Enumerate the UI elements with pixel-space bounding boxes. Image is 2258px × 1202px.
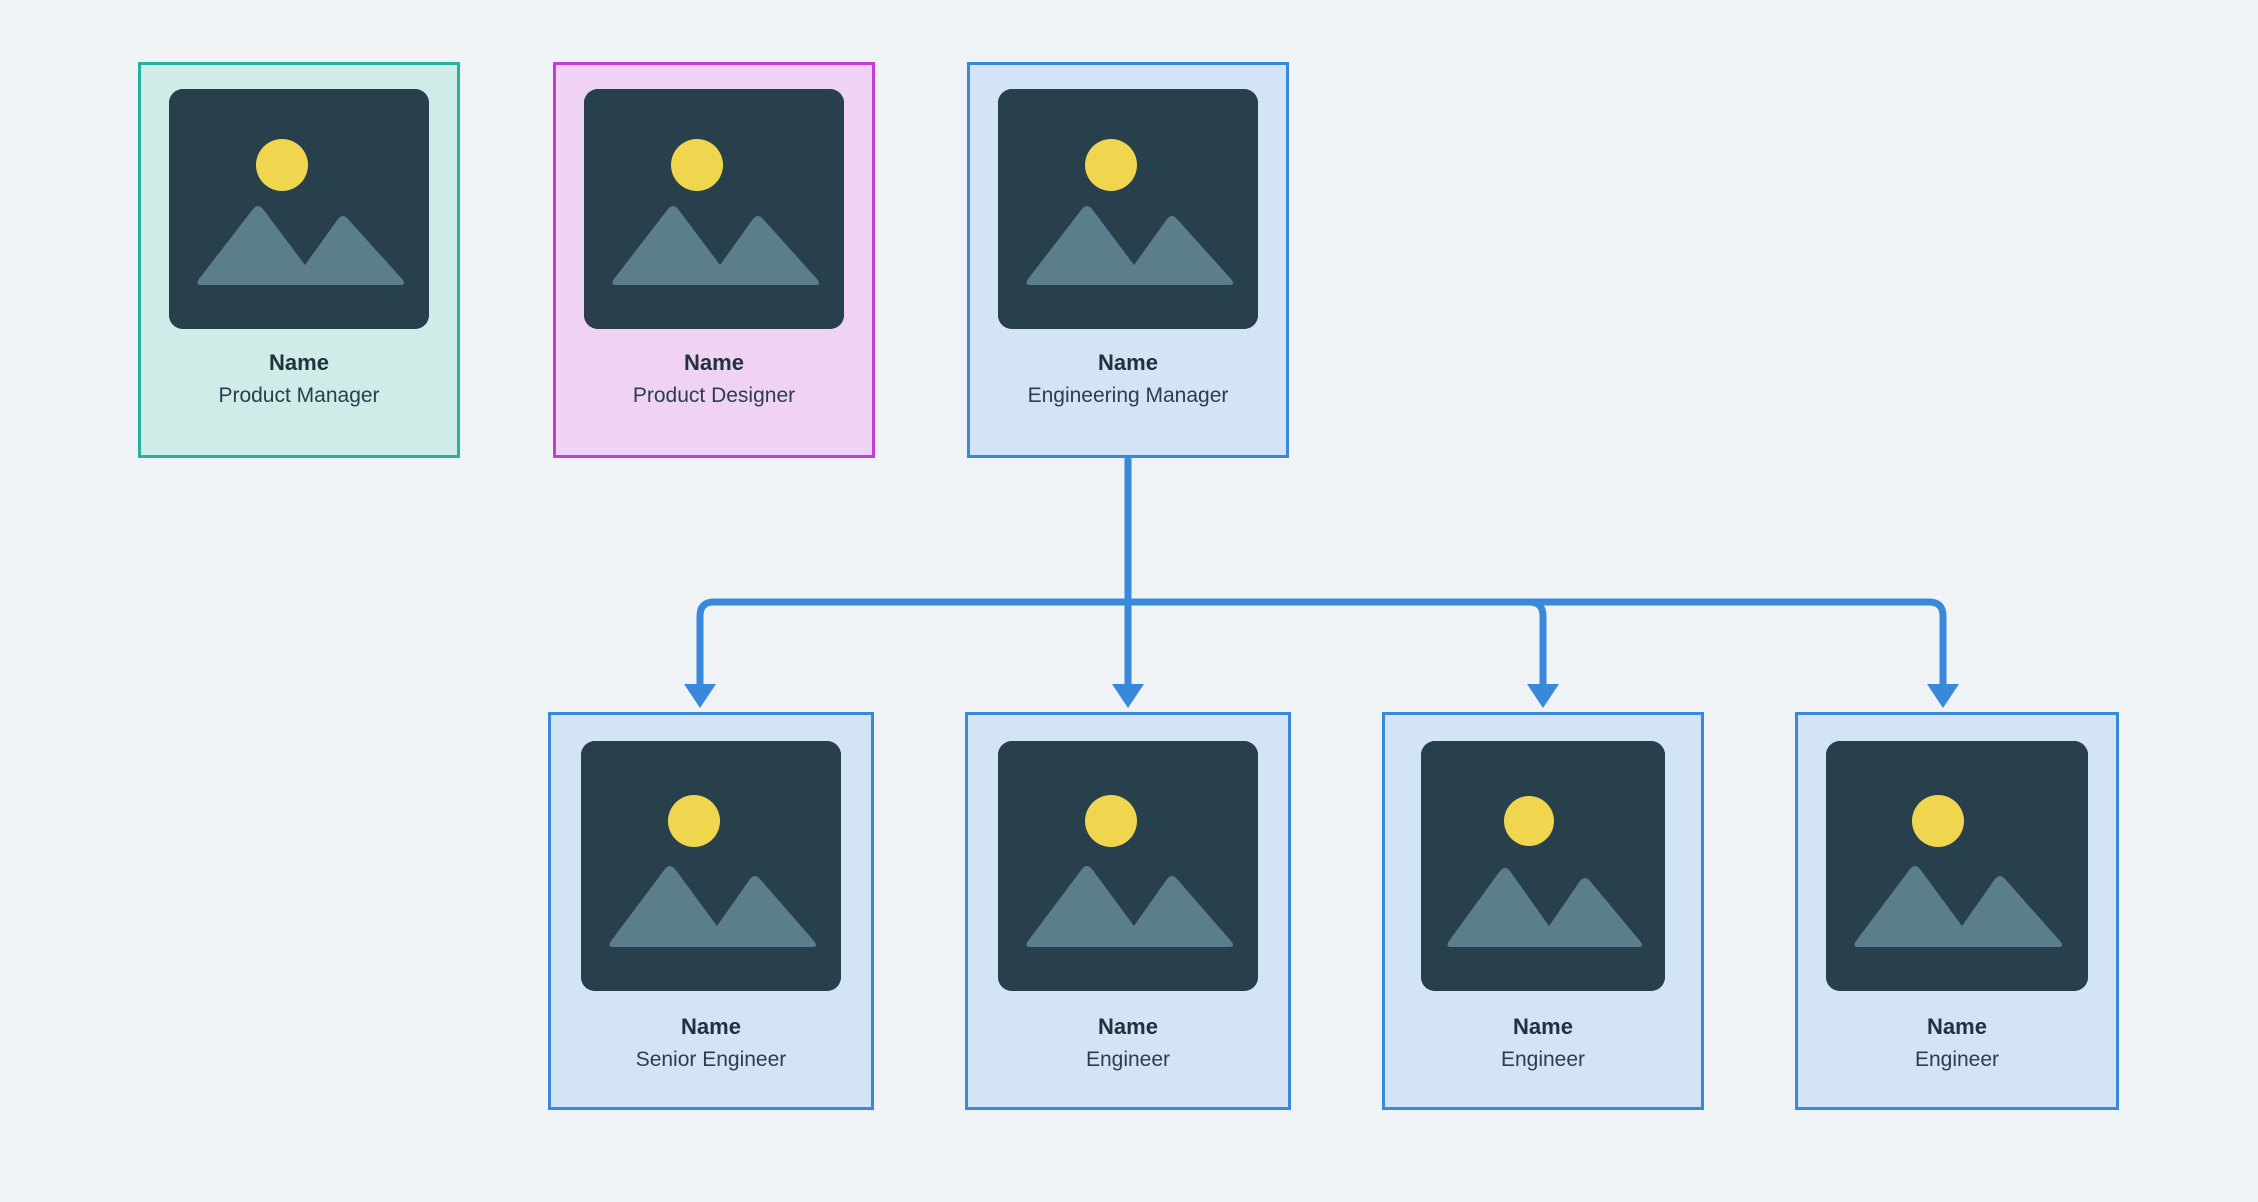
card-role-label: Engineering Manager	[1027, 384, 1229, 408]
card-engineer-2[interactable]: Name Engineer	[1382, 712, 1704, 1110]
sun-icon	[1504, 796, 1554, 846]
card-role-label: Senior Engineer	[635, 1048, 787, 1072]
card-name-label: Name	[1098, 1014, 1158, 1039]
mountains-icon	[1854, 866, 2063, 947]
card-engineer-3[interactable]: Name Engineer	[1795, 712, 2119, 1110]
sun-icon	[668, 795, 720, 847]
sun-icon	[1085, 795, 1137, 847]
card-role-label: Engineer	[1500, 1048, 1586, 1072]
arrow-down-icon	[1927, 684, 1959, 708]
mountains-icon	[1026, 206, 1234, 285]
card-role-label: Engineer	[1085, 1048, 1171, 1072]
card-engineer-1[interactable]: Name Engineer	[965, 712, 1291, 1110]
connector-branch-3	[1128, 598, 1547, 684]
mountains-icon	[612, 206, 820, 285]
image-placeholder-icon	[998, 741, 1258, 991]
arrow-down-icon	[1527, 684, 1559, 708]
arrow-down-icon	[1112, 684, 1144, 708]
image-placeholder-icon	[1826, 741, 2088, 991]
card-engineering-manager[interactable]: Name Engineering Manager	[967, 62, 1289, 458]
card-product-designer[interactable]: Name Product Designer	[553, 62, 875, 458]
card-product-manager[interactable]: Name Product Manager	[138, 62, 460, 458]
arrow-down-icon	[684, 684, 716, 708]
card-role-label: Product Designer	[632, 384, 796, 408]
image-placeholder-icon	[581, 741, 841, 991]
card-name-label: Name	[269, 350, 329, 375]
image-placeholder-icon	[584, 89, 844, 329]
image-placeholder-icon	[169, 89, 429, 329]
card-role-label: Product Manager	[218, 384, 380, 408]
mountains-icon	[1447, 868, 1643, 947]
sun-icon	[1912, 795, 1964, 847]
sun-icon	[671, 139, 723, 191]
sun-icon	[1085, 139, 1137, 191]
sun-icon	[256, 139, 308, 191]
mountains-icon	[1026, 866, 1234, 947]
connector-branch-1	[696, 598, 1132, 684]
image-placeholder-icon	[998, 89, 1258, 329]
card-name-label: Name	[1098, 350, 1158, 375]
mountains-icon	[197, 206, 405, 285]
card-name-label: Name	[1513, 1014, 1573, 1039]
mountains-icon	[609, 866, 817, 947]
image-placeholder-icon	[1421, 741, 1665, 991]
card-role-label: Engineer	[1914, 1048, 2000, 1072]
card-name-label: Name	[1927, 1014, 1987, 1039]
card-name-label: Name	[684, 350, 744, 375]
card-senior-engineer[interactable]: Name Senior Engineer	[548, 712, 874, 1110]
connector-branch-4	[1128, 598, 1947, 684]
card-name-label: Name	[681, 1014, 741, 1039]
